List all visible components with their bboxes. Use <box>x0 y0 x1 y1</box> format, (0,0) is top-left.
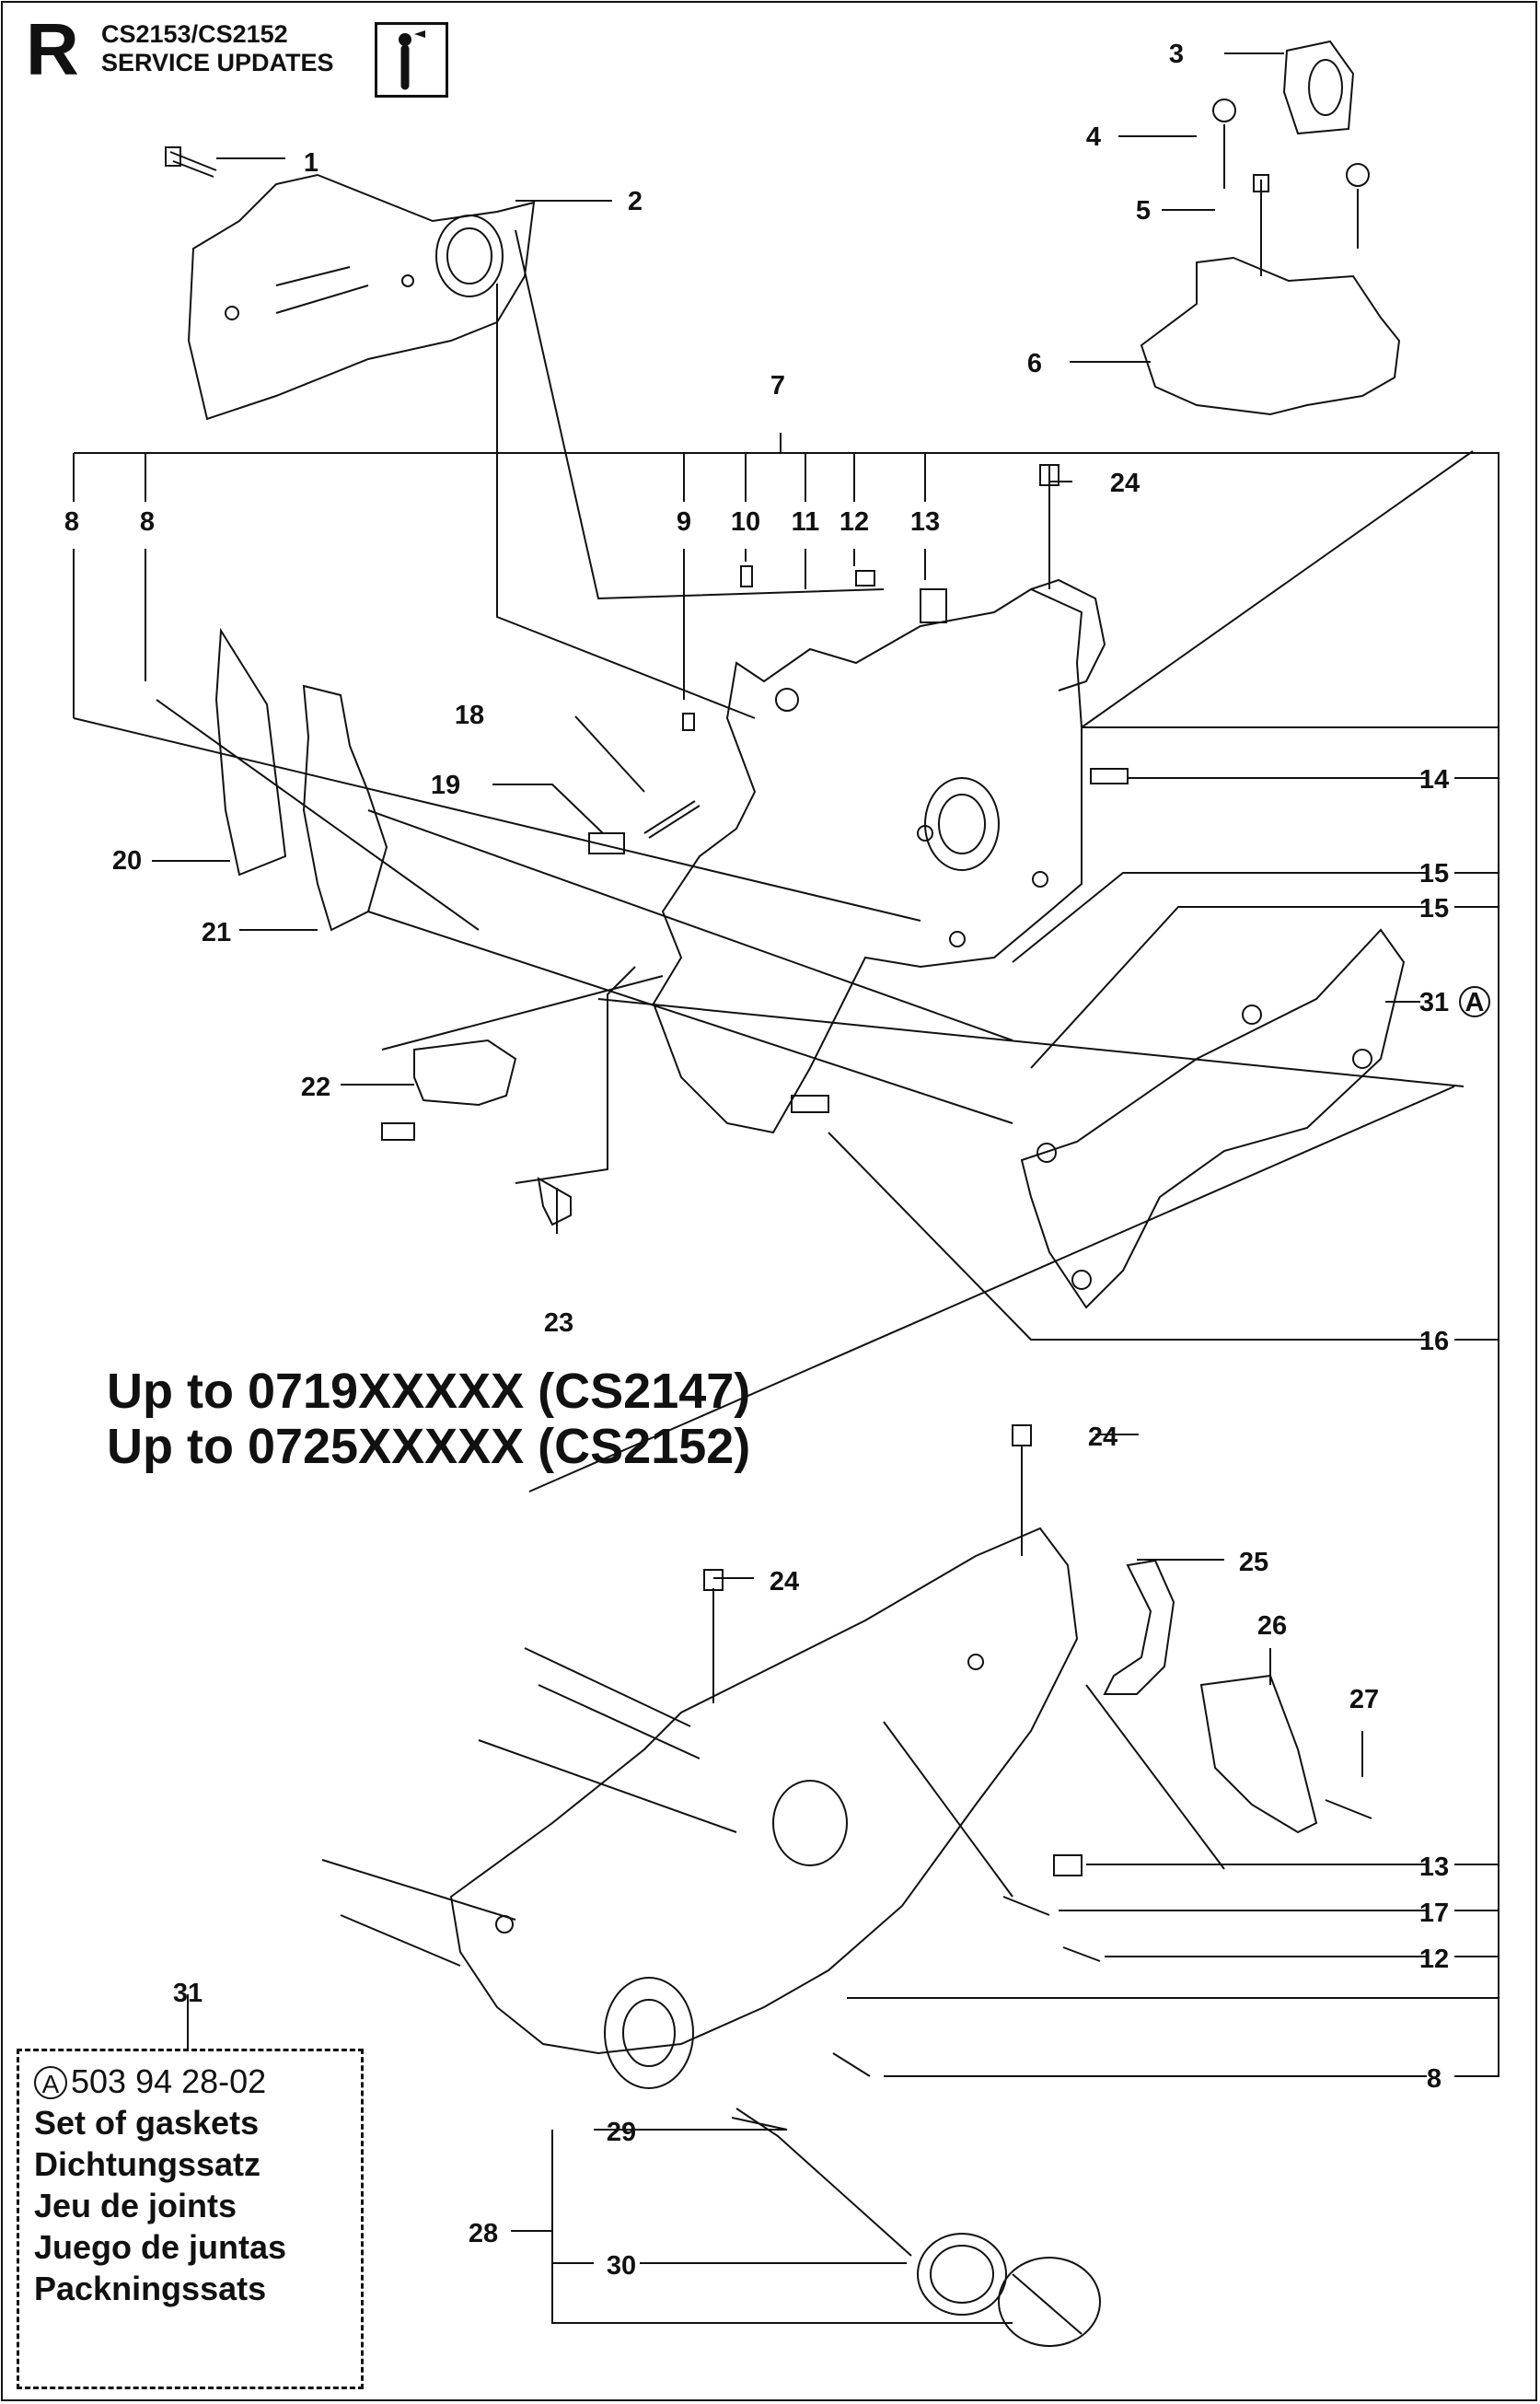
callout-13: 13 <box>910 507 940 537</box>
gasket-ref-number: 31 <box>173 1979 203 2008</box>
callout-30: 30 <box>607 2251 636 2281</box>
marker-a-circle <box>1459 986 1490 1017</box>
callout-31: 31 <box>1419 988 1449 1017</box>
callout-24: 24 <box>1088 1423 1117 1452</box>
page-letter: R <box>26 8 79 90</box>
callout-2: 2 <box>628 187 643 216</box>
callout-27: 27 <box>1349 1685 1379 1714</box>
callout-15: 15 <box>1419 859 1449 888</box>
callout-21: 21 <box>202 918 231 947</box>
serial-range-line-1: Up to 0719XXXXX (CS2147) <box>107 1364 751 1419</box>
callout-1: 1 <box>304 148 318 178</box>
callout-14: 14 <box>1419 765 1449 795</box>
callout-3: 3 <box>1169 40 1184 69</box>
gasket-name-sv: Packningssats <box>34 2270 267 2307</box>
model-numbers: CS2153/CS2152 <box>101 20 288 48</box>
callout-11: 11 <box>792 507 820 537</box>
callout-17: 17 <box>1419 1899 1449 1928</box>
gasket-name-es: Juego de juntas <box>34 2228 287 2266</box>
callout-13: 13 <box>1419 1852 1449 1882</box>
gasket-name-en: Set of gaskets <box>34 2104 260 2142</box>
marker-a-icon: A <box>34 2066 67 2099</box>
callout-6: 6 <box>1027 349 1042 378</box>
gasket-part-number: 503 94 28-02 <box>71 2062 267 2100</box>
callout-26: 26 <box>1257 1611 1287 1641</box>
callout-20: 20 <box>112 846 142 876</box>
callout-8: 8 <box>64 507 79 537</box>
callout-12: 12 <box>839 507 869 537</box>
serial-range-line-2: Up to 0725XXXXX (CS2152) <box>107 1419 751 1474</box>
callout-24: 24 <box>770 1567 799 1597</box>
callout-24: 24 <box>1110 469 1140 498</box>
callout-16: 16 <box>1419 1327 1449 1356</box>
callout-19: 19 <box>431 771 460 800</box>
gasket-name-de: Dichtungssatz <box>34 2145 261 2183</box>
callout-22: 22 <box>301 1073 330 1102</box>
gasket-name-fr: Jeu de joints <box>34 2187 237 2224</box>
callout-8: 8 <box>140 507 155 537</box>
callout-A: A <box>1465 988 1485 1017</box>
callout-10: 10 <box>731 507 760 537</box>
callout-29: 29 <box>607 2118 636 2147</box>
header-block: CS2153/CS2152 SERVICE UPDATES <box>101 20 334 77</box>
callout-18: 18 <box>455 701 484 730</box>
callout-5: 5 <box>1136 196 1151 226</box>
callout-28: 28 <box>469 2219 498 2248</box>
callout-9: 9 <box>677 507 691 537</box>
callout-7: 7 <box>770 371 785 401</box>
callout-4: 4 <box>1086 122 1101 152</box>
callout-8: 8 <box>1427 2064 1442 2094</box>
wrench-info-icon <box>375 22 448 98</box>
callout-12: 12 <box>1419 1945 1449 1974</box>
callout-15: 15 <box>1419 894 1449 923</box>
callout-25: 25 <box>1239 1548 1268 1577</box>
header-title: SERVICE UPDATES <box>101 49 334 76</box>
callout-23: 23 <box>544 1308 573 1338</box>
